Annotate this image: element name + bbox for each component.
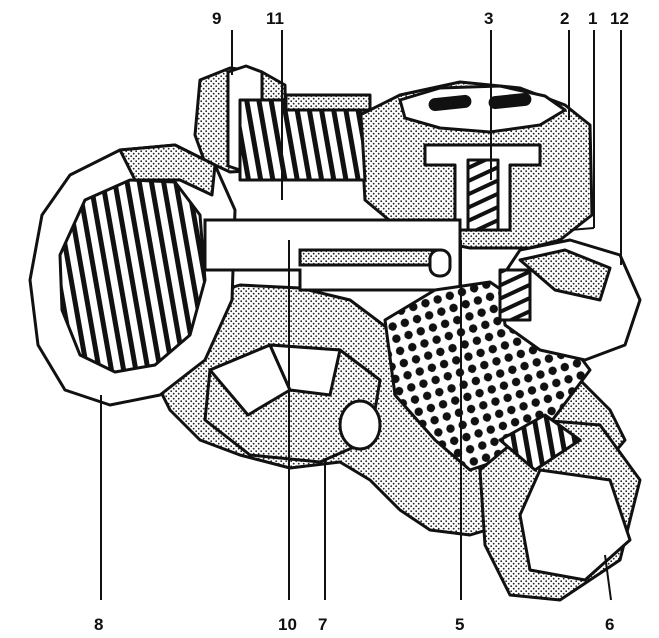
strainer-cap — [478, 413, 642, 602]
label-6: 6 — [605, 615, 615, 634]
label-1: 1 — [588, 9, 598, 28]
label-8: 8 — [94, 615, 104, 634]
label-3: 3 — [484, 9, 494, 28]
bottom-plug — [203, 343, 382, 464]
screwed-plug-assembly — [193, 64, 372, 182]
leader-lines — [100, 30, 622, 601]
leader-line-1-tail — [569, 227, 595, 231]
label-5: 5 — [455, 615, 465, 634]
leader-line-6 — [604, 554, 612, 601]
label-12: 12 — [610, 9, 629, 28]
label-7: 7 — [318, 615, 328, 634]
label-9: 9 — [212, 9, 222, 28]
label-2: 2 — [560, 9, 570, 28]
label-10: 10 — [278, 615, 297, 634]
label-11: 11 — [266, 9, 284, 28]
inlet-connection — [28, 143, 237, 407]
internal-passage — [203, 218, 462, 292]
cover-nut — [498, 238, 642, 362]
